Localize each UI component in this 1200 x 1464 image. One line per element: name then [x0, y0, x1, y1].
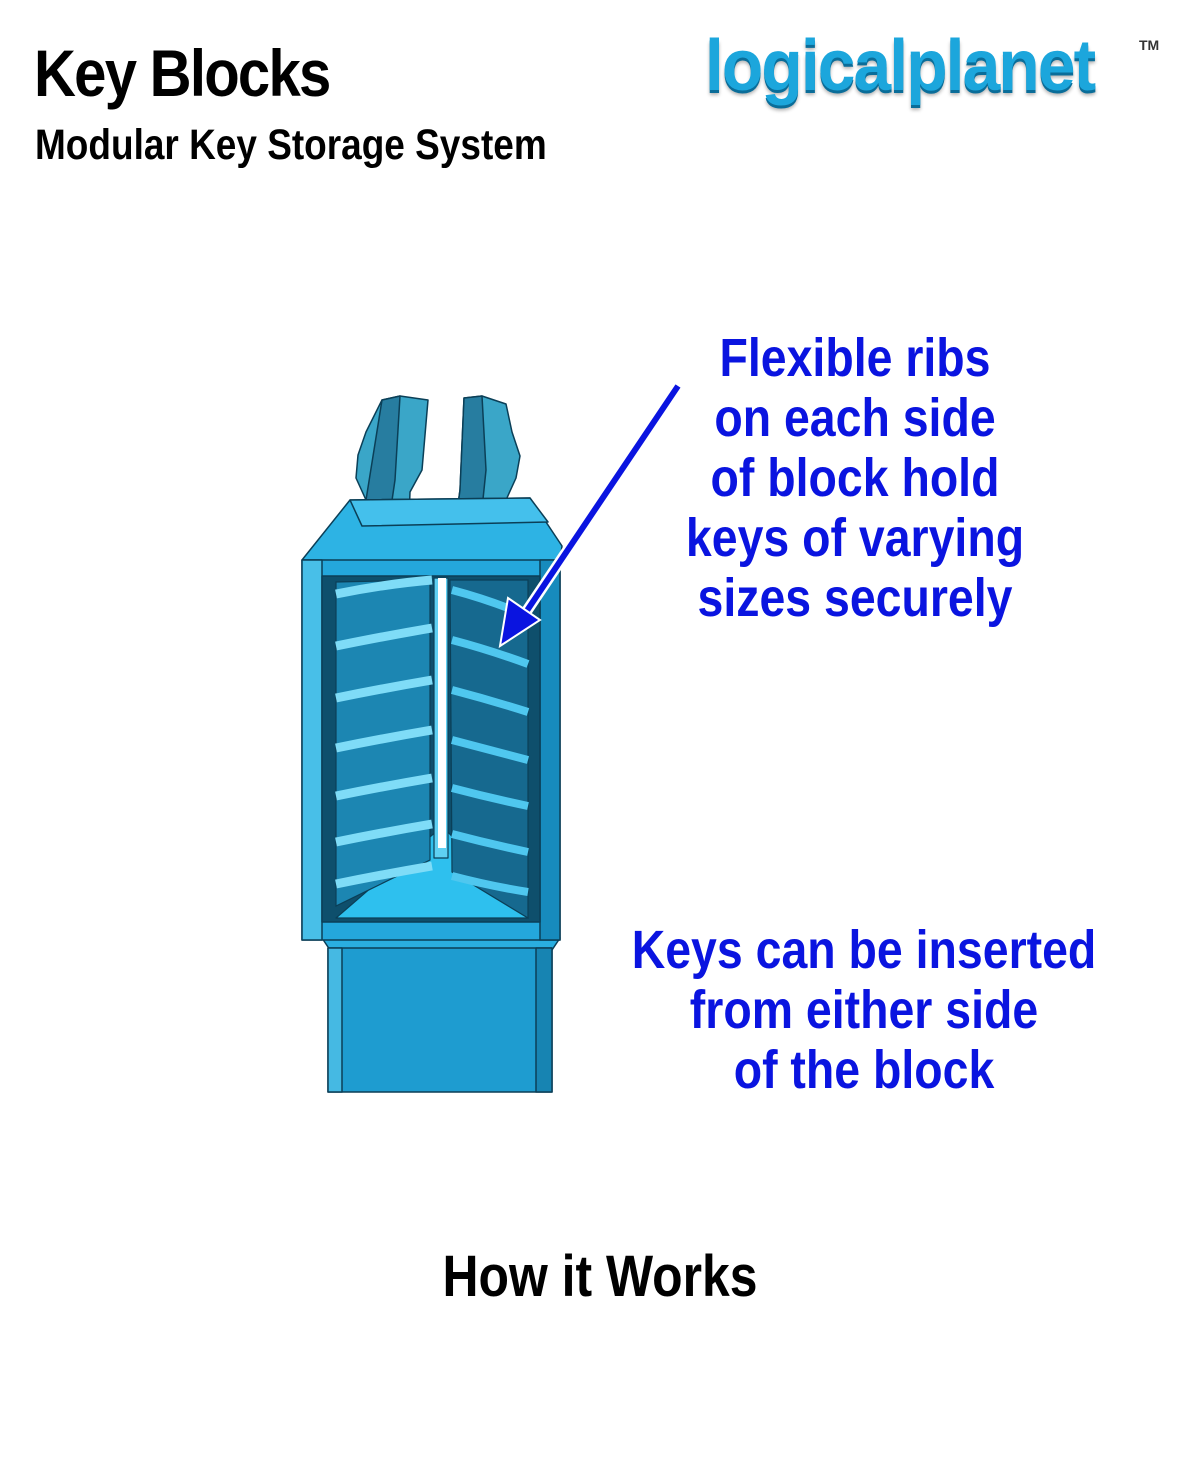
ribs-callout-line: keys of varying	[685, 508, 1025, 568]
insert-callout-line: Keys can be inserted	[631, 920, 1097, 980]
insert-callout-line: from either side	[689, 980, 1039, 1040]
ribs-callout-line: of block hold	[710, 448, 1000, 508]
insert-callout-line: of the block	[733, 1040, 995, 1100]
callout-arrow-icon	[498, 382, 683, 649]
page-title: Key Blocks	[34, 36, 331, 110]
ribs-callout-text: Flexible ribs on each side of block hold…	[597, 328, 1113, 628]
footer-caption: How it Works	[442, 1244, 758, 1309]
insert-callout-text: Keys can be inserted from either side of…	[563, 920, 1165, 1100]
brand-logo: logicalplanet	[705, 26, 1096, 106]
left-rib-wall	[335, 575, 433, 907]
ribs-callout-line: on each side	[714, 388, 996, 448]
ribs-callout-line: sizes securely	[697, 568, 1013, 628]
block-interior	[335, 577, 529, 919]
ribs-callout-line: Flexible ribs	[719, 328, 991, 388]
trademark-mark: TM	[1139, 37, 1160, 53]
block-base	[321, 937, 561, 1093]
page-subtitle: Modular Key Storage System	[35, 121, 547, 169]
right-rib-wall	[449, 579, 530, 920]
block-top-plate	[301, 497, 563, 563]
